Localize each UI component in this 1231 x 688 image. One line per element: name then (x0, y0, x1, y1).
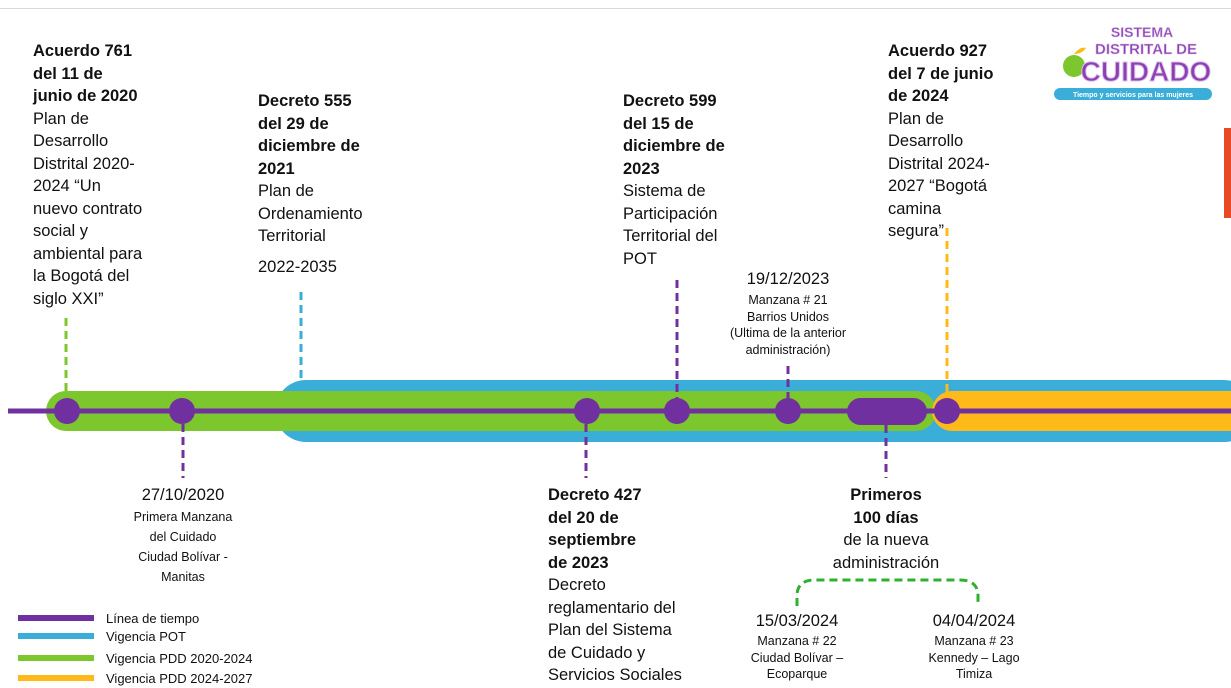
manzana-1-date: 27/10/2020 (141, 486, 225, 504)
legend-swatch (18, 655, 94, 661)
legend-swatch (18, 633, 94, 639)
dot-manzana-1 (169, 398, 195, 424)
legend-item-linea-de-tiempo: Línea de tiempo (18, 610, 199, 626)
svg-text:SISTEMA: SISTEMA (1111, 24, 1173, 40)
dot-acuerdo-927 (934, 398, 960, 424)
legend-label: Vigencia PDD 2020-2024 (106, 650, 253, 666)
legend-swatch (18, 675, 94, 681)
svg-text:DISTRITAL DE: DISTRITAL DE (1095, 41, 1197, 58)
legend-label: Línea de tiempo (106, 610, 200, 626)
dot-decreto-599 (664, 398, 690, 424)
primeros-100-dias-bar (847, 398, 927, 425)
dot-decreto-427 (574, 398, 600, 424)
legend-item-vigencia-pdd-2020: Vigencia PDD 2020-2024 (18, 650, 252, 666)
top-divider (0, 8, 1231, 9)
slide-edge-accent (1224, 128, 1231, 218)
legend-item-vigencia-pot: Vigencia POT (18, 628, 186, 644)
bracket-primeros (795, 578, 980, 606)
manzana-22-date: 15/03/2024 (755, 612, 839, 630)
manzana-21-date: 19/12/2023 (746, 270, 830, 288)
dot-manzana-21 (775, 398, 801, 424)
legend-item-vigencia-pdd-2024: Vigencia PDD 2024-2027 (18, 670, 252, 686)
legend-label: Vigencia PDD 2024-2027 (106, 670, 253, 686)
dot-acuerdo-761 (54, 398, 80, 424)
legend-label: Vigencia POT (106, 628, 186, 644)
svg-text:CUIDADO: CUIDADO (1081, 56, 1212, 87)
legend-swatch (18, 615, 94, 621)
sistema-distrital-de-cuidado-logo: SISTEMA DISTRITAL DE CUIDADO Tiempo y se… (1054, 24, 1212, 100)
manzana-23-date: 04/04/2024 (932, 612, 1016, 630)
svg-text:Tiempo y servicios para las mu: Tiempo y servicios para las mujeres (1073, 92, 1193, 99)
